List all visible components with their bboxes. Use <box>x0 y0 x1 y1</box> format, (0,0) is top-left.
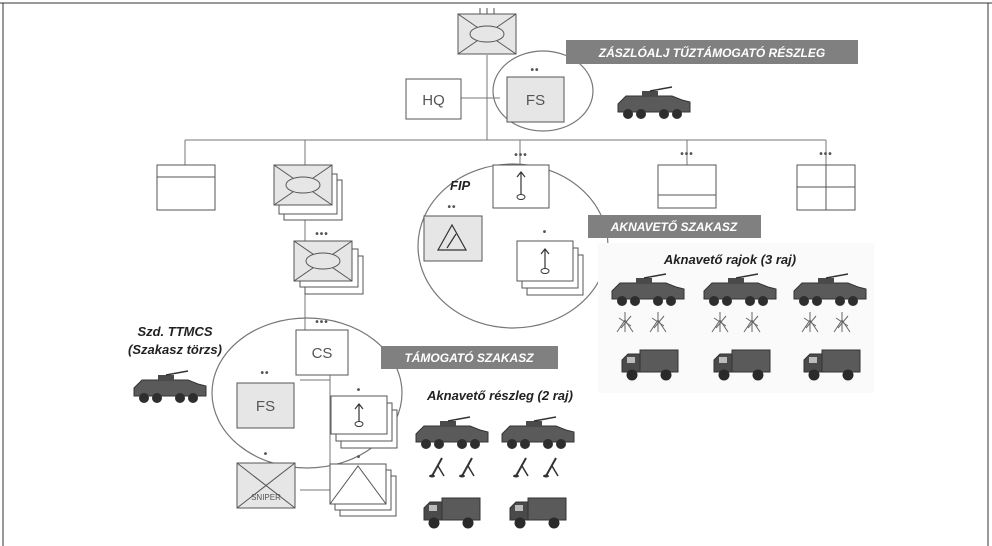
hq-label: HQ <box>422 92 445 109</box>
mortar-section-panel: Aknavető részleg (2 raj) <box>415 388 575 529</box>
echelon-mark: • <box>543 227 548 238</box>
cs-unit: ••• CS <box>295 317 349 376</box>
fip-block: FIP •• <box>423 178 483 262</box>
mortar-squad-stack: • <box>516 227 584 296</box>
support-platoon-circle <box>211 317 403 469</box>
echelon-mark: • <box>357 385 362 396</box>
support-platoon-label: TÁMOGATÓ SZAKASZ <box>404 350 534 365</box>
mortar-section-label: Aknavető részleg (2 raj) <box>426 388 573 403</box>
mortar-platoon-hq: ••• <box>492 150 550 209</box>
fs-group-circle <box>492 50 594 132</box>
company-hq-line2: (Szakasz törzs) <box>128 342 222 357</box>
echelon-mark: •• <box>260 368 269 379</box>
anti-armor-stack: • <box>329 452 397 517</box>
echelon-mark: • <box>357 452 362 463</box>
cs-label: CS <box>312 345 333 362</box>
echelon-mark: ••• <box>514 150 528 161</box>
fs-top-label: FS <box>526 92 545 109</box>
echelon-mark: •• <box>447 202 456 213</box>
support-platoon-banner: TÁMOGATÓ SZAKASZ <box>381 346 558 369</box>
truck-icon <box>423 497 481 529</box>
battalion-fire-support-banner: ZÁSZLÓALJ TŰZTÁMOGATÓ RÉSZLEG <box>566 40 858 64</box>
battalion-symbol <box>457 8 517 55</box>
sniper-unit: • SNIPER <box>236 449 296 509</box>
company-hq-caption: Szd. TTMCS (Szakasz törzs) <box>128 324 222 357</box>
echelon-mark: •• <box>530 65 539 76</box>
echelon-mark: ••• <box>315 229 329 240</box>
mortar-squads-panel: Aknavető rajok (3 raj) <box>598 243 874 393</box>
fip-label: FIP <box>450 178 471 193</box>
hq-unit: HQ <box>405 78 462 120</box>
apc-vehicle-icon <box>617 86 691 120</box>
echelon-mark: • <box>264 449 269 460</box>
truck-icon <box>509 497 567 529</box>
company-hq-line1: Szd. TTMCS <box>137 324 212 339</box>
unit-box-5: ••• <box>796 149 856 211</box>
infantry-company-stack <box>273 164 343 221</box>
mortar-icon <box>458 457 475 479</box>
apc-vehicle-icon <box>501 416 575 450</box>
apc-vehicle-icon <box>415 416 489 450</box>
infantry-platoon-stack: ••• <box>293 229 364 295</box>
unit-box-1 <box>156 164 216 211</box>
mortar-platoon-label: AKNAVETŐ SZAKASZ <box>610 219 738 234</box>
mortar-squads-label: Aknavető rajok (3 raj) <box>663 252 796 267</box>
sniper-label: SNIPER <box>251 493 281 502</box>
fs-top-unit: •• FS <box>506 65 565 123</box>
mortar-icon <box>428 457 445 479</box>
echelon-mark: ••• <box>819 149 833 160</box>
apc-vehicle-icon <box>133 370 207 404</box>
mortar-icon <box>512 457 529 479</box>
mortar-icon <box>542 457 559 479</box>
battalion-fire-support-label: ZÁSZLÓALJ TŰZTÁMOGATÓ RÉSZLEG <box>598 45 825 60</box>
fs-bottom-label: FS <box>256 398 275 415</box>
fs-bottom-unit: •• FS <box>236 368 295 429</box>
echelon-mark: ••• <box>680 149 694 160</box>
echelon-mark: ••• <box>315 317 329 328</box>
mortar-platoon-banner: AKNAVETŐ SZAKASZ <box>588 215 761 238</box>
unit-box-4: ••• <box>657 149 717 209</box>
mortar-section-stack: • <box>330 385 398 449</box>
